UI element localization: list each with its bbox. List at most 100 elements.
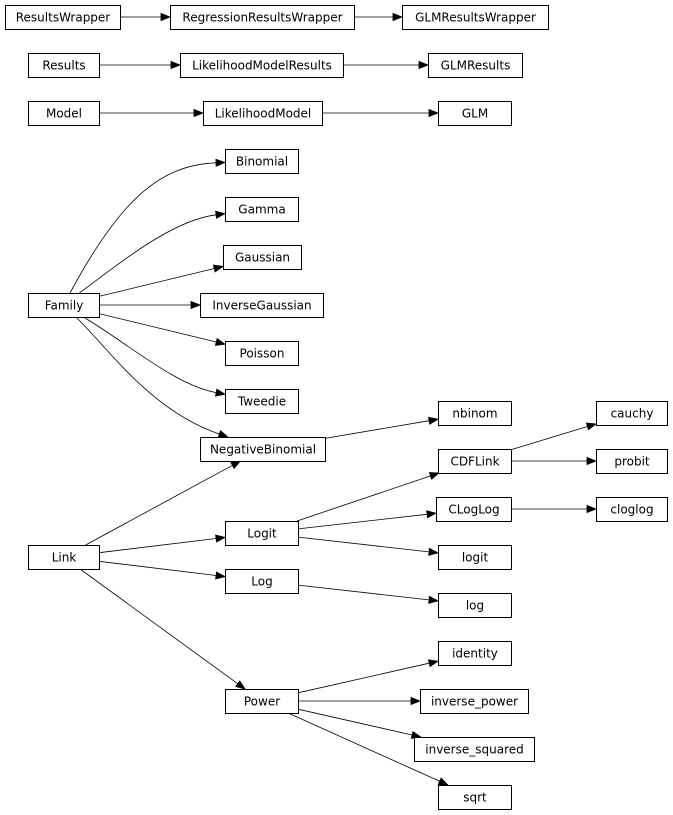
- arrowhead-icon: [212, 264, 225, 273]
- node-label: CDFLink: [450, 455, 499, 469]
- node-cloglog[interactable]: cloglog: [596, 497, 668, 522]
- node-identity[interactable]: identity: [438, 641, 512, 666]
- node-glmresults[interactable]: GLMResults: [428, 53, 523, 78]
- node-box: [225, 569, 299, 594]
- node-label: GLMResultsWrapper: [415, 11, 536, 25]
- node-power[interactable]: Power: [225, 689, 299, 714]
- node-box: [402, 5, 549, 30]
- node-clog-log[interactable]: CLogLog: [436, 497, 512, 522]
- node-log[interactable]: Log: [225, 569, 299, 594]
- arrowhead-icon: [217, 430, 229, 438]
- edge-results-to-likelihood-model-results: [99, 60, 182, 70]
- node-glmresults-wrapper[interactable]: GLMResultsWrapper: [402, 5, 549, 30]
- node-box: [225, 389, 299, 414]
- node-label: probit: [614, 455, 650, 469]
- node-family[interactable]: Family: [28, 293, 100, 318]
- node-negative-binomial[interactable]: NegativeBinomial: [200, 437, 326, 462]
- node-box: [28, 53, 100, 78]
- node-label: GLMResults: [441, 59, 511, 73]
- edge-link-to-power: [79, 568, 246, 690]
- node-box: [414, 737, 535, 762]
- arrowhead-icon: [235, 680, 246, 690]
- edge-log-to-log: [297, 584, 440, 604]
- edge-line: [83, 316, 217, 393]
- node-regression-results-wrapper[interactable]: RegressionResultsWrapper: [170, 5, 355, 30]
- node-results-wrapper[interactable]: ResultsWrapper: [5, 5, 121, 30]
- edge-power-to-sqrt: [287, 712, 449, 786]
- node-label: cloglog: [610, 503, 653, 517]
- edge-logit-to-cdflink: [296, 472, 441, 522]
- node-box: [200, 437, 326, 462]
- node-label: ResultsWrapper: [16, 11, 111, 25]
- edge-line: [85, 464, 233, 546]
- node-log[interactable]: log: [438, 593, 512, 618]
- node-glm[interactable]: GLM: [438, 101, 512, 126]
- node-box: [596, 497, 668, 522]
- node-box: [225, 197, 299, 222]
- node-box: [180, 53, 344, 78]
- node-box: [203, 101, 323, 126]
- node-box: [28, 293, 100, 318]
- node-sqrt[interactable]: sqrt: [438, 785, 512, 810]
- node-gaussian[interactable]: Gaussian: [223, 245, 302, 270]
- node-likelihood-model-results[interactable]: LikelihoodModelResults: [180, 53, 344, 78]
- node-inverse-gaussian[interactable]: InverseGaussian: [200, 293, 324, 318]
- edge-line: [98, 560, 217, 576]
- node-label: LikelihoodModelResults: [192, 59, 332, 73]
- arrowhead-icon: [428, 595, 440, 604]
- edge-line: [98, 268, 215, 297]
- arrowhead-icon: [392, 12, 404, 22]
- edge-likelihood-model-results-to-glmresults: [343, 60, 430, 70]
- edge-line: [75, 316, 220, 435]
- node-label: Model: [46, 107, 82, 121]
- edge-line: [297, 584, 430, 601]
- node-binomial[interactable]: Binomial: [225, 149, 299, 174]
- node-label: LikelihoodModel: [215, 107, 312, 121]
- edge-power-to-inverse-power: [298, 696, 422, 706]
- node-poisson[interactable]: Poisson: [225, 341, 299, 366]
- node-nbinom[interactable]: nbinom: [438, 401, 512, 426]
- node-logit[interactable]: logit: [438, 545, 512, 570]
- arrowhead-icon: [428, 547, 440, 556]
- node-gamma[interactable]: Gamma: [225, 197, 299, 222]
- arrowhead-icon: [193, 108, 205, 118]
- edge-family-to-gamma: [79, 210, 227, 294]
- node-likelihood-model[interactable]: LikelihoodModel: [203, 101, 323, 126]
- node-label: RegressionResultsWrapper: [182, 11, 342, 25]
- node-label: Binomial: [236, 155, 288, 169]
- edge-link-to-log: [98, 560, 227, 580]
- arrowhead-icon: [215, 210, 227, 219]
- node-box: [225, 149, 299, 174]
- arrowhead-icon: [215, 534, 227, 543]
- node-label: Results: [42, 59, 85, 73]
- edge-link-to-logit: [98, 534, 227, 554]
- arrowhead-icon: [427, 659, 440, 668]
- edge-results-wrapper-to-regression-results-wrapper: [120, 12, 172, 22]
- node-inverse-power[interactable]: inverse_power: [420, 689, 529, 714]
- node-box: [223, 245, 302, 270]
- arrowhead-icon: [586, 456, 598, 466]
- node-box: [200, 293, 324, 318]
- node-inverse-squared[interactable]: inverse_squared: [414, 737, 535, 762]
- node-label: nbinom: [452, 407, 497, 421]
- edge-family-to-negative-binomial: [75, 316, 229, 438]
- node-label: NegativeBinomial: [210, 443, 316, 457]
- node-label: GLM: [462, 107, 488, 121]
- node-cdflink[interactable]: CDFLink: [438, 449, 512, 474]
- node-cauchy[interactable]: cauchy: [596, 401, 668, 426]
- node-model[interactable]: Model: [28, 101, 100, 126]
- edge-line: [324, 420, 430, 439]
- edge-line: [69, 162, 217, 294]
- node-label: Logit: [247, 527, 277, 541]
- edge-line: [98, 538, 217, 554]
- node-box: [28, 101, 100, 126]
- edge-line: [79, 568, 238, 685]
- node-logit[interactable]: Logit: [225, 521, 299, 546]
- node-link[interactable]: Link: [28, 545, 100, 570]
- node-tweedie[interactable]: Tweedie: [225, 389, 299, 414]
- arrowhead-icon: [215, 571, 227, 580]
- node-results[interactable]: Results: [28, 53, 100, 78]
- node-probit[interactable]: probit: [596, 449, 668, 474]
